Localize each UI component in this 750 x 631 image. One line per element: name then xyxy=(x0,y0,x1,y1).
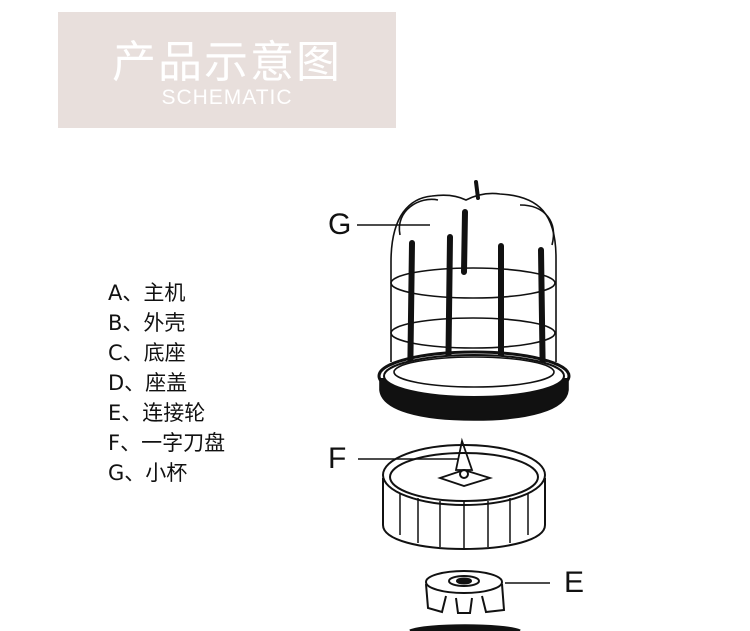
callout-label-f: F xyxy=(328,442,347,475)
callout-label-g: G xyxy=(328,208,352,241)
legend-item-e: E、连接轮 xyxy=(108,401,206,425)
callout-label-e: E xyxy=(564,566,585,599)
legend-item-g: G、小杯 xyxy=(108,461,188,485)
legend-item-a: A、主机 xyxy=(108,281,186,305)
header-subtitle: SCHEMATIC xyxy=(161,86,293,109)
small-cup-drawing xyxy=(377,180,571,421)
legend-item-b: B、外壳 xyxy=(108,311,186,335)
header-title: 产品示意图 xyxy=(112,37,342,88)
blade-disc-drawing xyxy=(382,437,546,551)
header-banner: 产品示意图 SCHEMATIC xyxy=(58,12,396,128)
legend-item-c: C、底座 xyxy=(108,341,186,365)
legend-item-f: F、一字刀盘 xyxy=(108,431,226,455)
parts-legend: A、主机 B、外壳 C、底座 D、座盖 E、连接轮 F、一字刀盘 G、小杯 xyxy=(108,278,225,488)
connector-wheel-drawing xyxy=(425,570,506,614)
base-edge-drawing xyxy=(409,624,521,631)
legend-item-d: D、座盖 xyxy=(108,371,188,395)
